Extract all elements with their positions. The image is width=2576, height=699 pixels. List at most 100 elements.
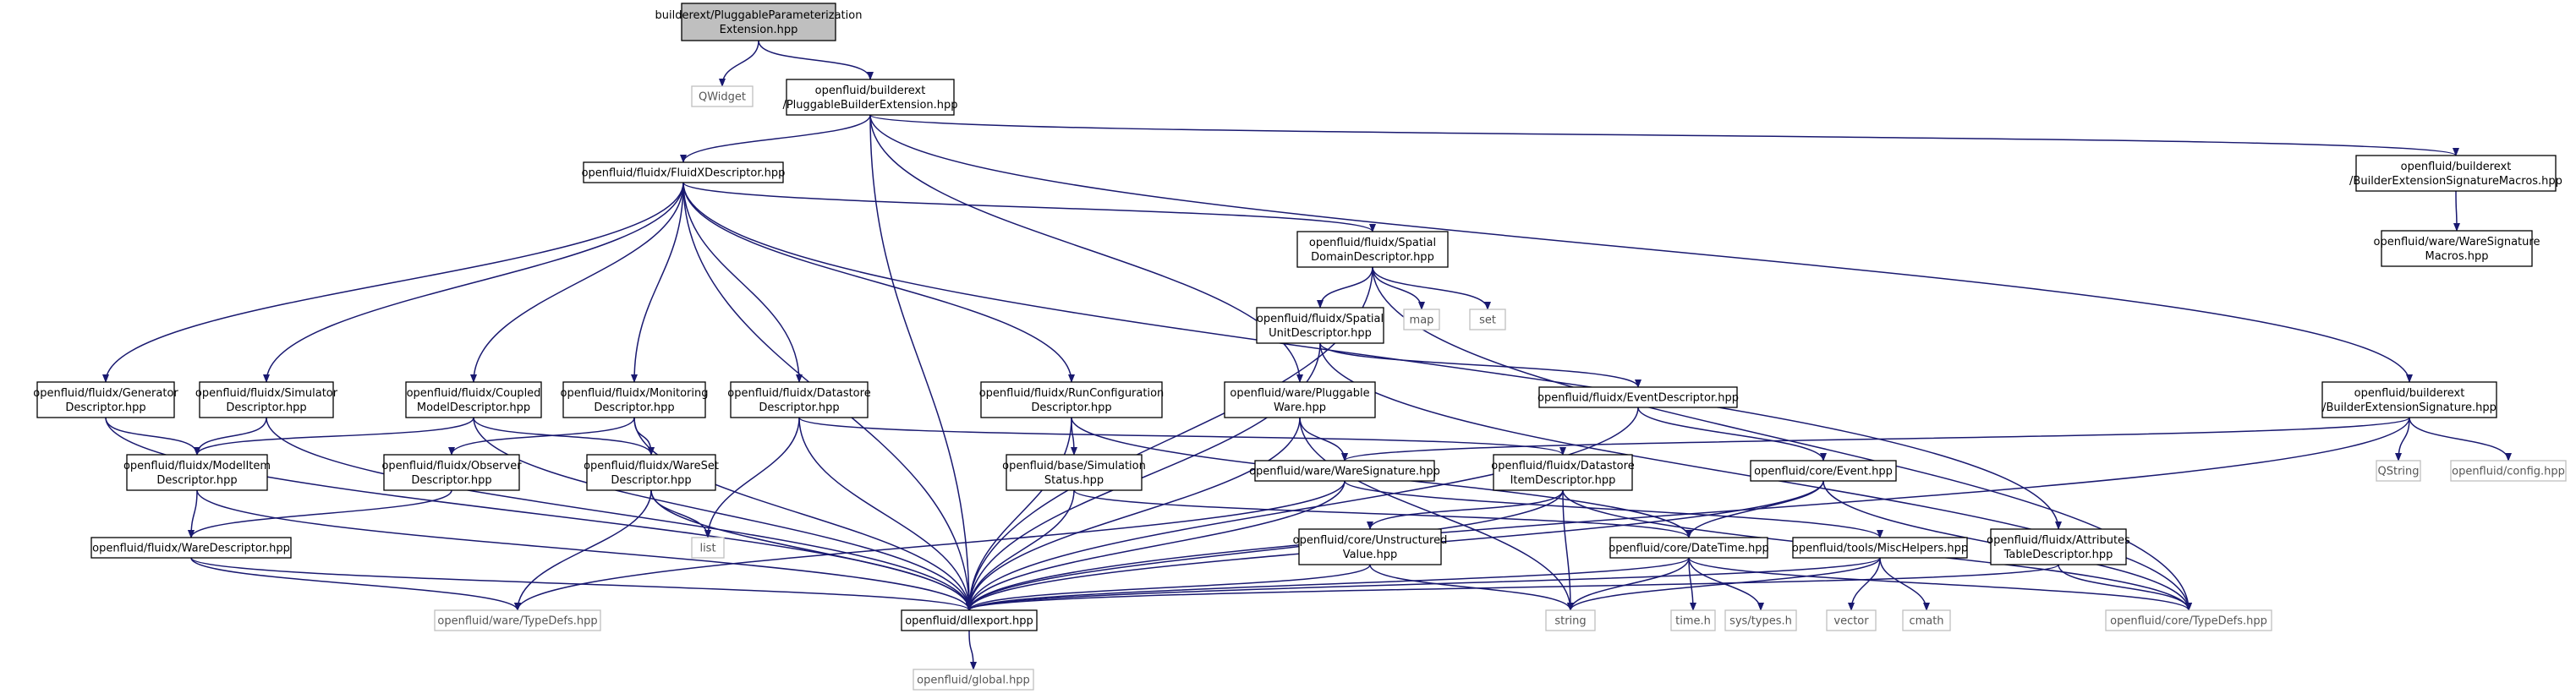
edge-wd-to-wtd: [190, 557, 521, 611]
node-box: [562, 381, 706, 418]
edge-did-to-uv: [1367, 489, 1564, 530]
edge-fxd-to-rcd: [682, 182, 1075, 383]
node-bes[interactable]: openfluid/builderext/BuilderExtensionSig…: [2321, 381, 2497, 418]
edge-pbe-to-besm: [869, 114, 2459, 156]
edge-bes-to-qstring: [2395, 417, 2410, 461]
node-systypes: sys/types.h: [1724, 609, 1797, 631]
node-event[interactable]: openfluid/core/Event.hpp: [1750, 460, 1897, 482]
edge-mond-to-obsd: [448, 417, 635, 456]
node-label-line: openfluid/ware/WareSignature.hpp: [1249, 466, 1440, 478]
node-label-line: openfluid/fluidx/Monitoring: [561, 387, 709, 400]
edge-sss-to-dt: [1073, 489, 1692, 538]
node-label-line: openfluid/config.hpp: [2452, 466, 2565, 478]
node-ws[interactable]: openfluid/ware/WareSignature.hpp: [1249, 460, 1440, 482]
node-label-line: openfluid/core/TypeDefs.hpp: [2110, 615, 2267, 628]
node-mond[interactable]: openfluid/fluidx/MonitoringDescriptor.hp…: [561, 381, 709, 418]
node-root[interactable]: builderext/PluggableParameterizationExte…: [655, 3, 863, 41]
edge-misc-to-string: [1567, 557, 1881, 611]
node-label-line: openfluid/fluidx/FluidXDescriptor.hpp: [582, 167, 786, 180]
edge-dsd-to-did: [798, 417, 1566, 456]
edge-fxd-to-sdd: [682, 182, 1376, 232]
node-label-line: DomainDescriptor.hpp: [1311, 251, 1434, 264]
node-label-line: list: [699, 543, 715, 555]
edge-wd-to-dllexp: [190, 557, 973, 611]
node-wd[interactable]: openfluid/fluidx/WareDescriptor.hpp: [90, 537, 292, 559]
node-label-line: openfluid/fluidx/Generator: [33, 387, 178, 400]
node-label-line: builderext/PluggableParameterization: [655, 9, 863, 22]
edge-sss-to-dllexp: [966, 489, 1075, 611]
edge-fxd-to-cmd: [470, 182, 684, 383]
node-label-line: Descriptor.hpp: [65, 401, 145, 414]
node-atd[interactable]: openfluid/fluidx/AttributesTableDescript…: [1987, 528, 2130, 565]
node-box: [434, 609, 601, 631]
edge-sdd-to-sud: [1317, 266, 1373, 309]
node-label-line: string: [1554, 615, 1586, 628]
node-qwidget: QWidget: [691, 85, 754, 107]
node-dt[interactable]: openfluid/core/DateTime.hpp: [1609, 537, 1769, 559]
node-ed[interactable]: openfluid/fluidx/EventDescriptor.hpp: [1537, 386, 1739, 408]
node-misc[interactable]: openfluid/tools/MiscHelpers.hpp: [1792, 537, 1968, 559]
node-label-line: openfluid/tools/MiscHelpers.hpp: [1792, 543, 1968, 555]
node-box: [90, 537, 292, 559]
node-sud[interactable]: openfluid/fluidx/SpatialUnitDescriptor.h…: [1256, 307, 1384, 344]
edge-pbe-to-dllexp: [869, 114, 973, 611]
edge-mond-to-dllexp: [633, 417, 973, 611]
node-label-line: UnitDescriptor.hpp: [1269, 327, 1372, 340]
node-cmd[interactable]: openfluid/fluidx/CoupledModelDescriptor.…: [405, 381, 542, 418]
node-label-line: Ware.hpp: [1274, 401, 1326, 414]
node-label-line: time.h: [1675, 615, 1711, 628]
node-label-line: vector: [1833, 615, 1869, 628]
node-ctd: openfluid/core/TypeDefs.hpp: [2105, 609, 2272, 631]
edge-dllexp-to-global: [968, 630, 977, 670]
node-box: [1254, 460, 1435, 482]
edge-dt-to-string: [1567, 557, 1690, 611]
node-box: [1296, 231, 1449, 268]
node-global: openfluid/global.hpp: [913, 669, 1034, 691]
node-string: string: [1545, 609, 1596, 631]
edge-gend-to-dllexp: [105, 417, 973, 611]
node-besm[interactable]: openfluid/builderext/BuilderExtensionSig…: [2349, 155, 2562, 192]
node-label-line: openfluid/fluidx/Attributes: [1987, 534, 2130, 547]
node-label-line: Descriptor.hpp: [156, 474, 237, 487]
node-box: [1469, 309, 1506, 330]
node-label-line: /BuilderExtensionSignatureMacros.hpp: [2349, 175, 2562, 188]
node-label-line: Value.hpp: [1343, 549, 1398, 561]
node-sdd[interactable]: openfluid/fluidx/SpatialDomainDescriptor…: [1296, 231, 1449, 268]
edge-bes-to-ws: [1341, 417, 2410, 461]
node-label-line: openfluid/ware/TypeDefs.hpp: [437, 615, 597, 628]
edge-sdd-to-map: [1372, 266, 1425, 310]
node-box: [1224, 381, 1376, 418]
node-did[interactable]: openfluid/fluidx/DatastoreItemDescriptor…: [1491, 454, 1635, 491]
node-label-line: openfluid/fluidx/RunConfiguration: [979, 387, 1165, 400]
edge-fxd-to-atd: [682, 182, 2062, 530]
edge-dt-to-ctd: [1688, 557, 2192, 611]
edge-cmd-to-mid: [194, 417, 474, 456]
node-box: [1750, 460, 1897, 482]
node-label-line: openfluid/core/Event.hpp: [1754, 466, 1893, 478]
node-label-line: sys/types.h: [1729, 615, 1792, 628]
node-dllexp[interactable]: openfluid/dllexport.hpp: [901, 609, 1038, 631]
edge-dt-to-dllexp: [966, 557, 1690, 611]
node-rcd[interactable]: openfluid/fluidx/RunConfigurationDescrip…: [979, 381, 1165, 418]
node-pbe[interactable]: openfluid/builderext/PluggableBuilderExt…: [782, 79, 958, 116]
edge-simd-to-mid: [194, 417, 267, 456]
edge-event-to-dt: [1685, 480, 1824, 538]
node-box: [1006, 454, 1143, 491]
edge-ws-to-misc: [1344, 480, 1883, 538]
node-label-line: Status.hpp: [1044, 474, 1104, 487]
node-label-line: Descriptor.hpp: [611, 474, 691, 487]
edge-root-to-pbe: [758, 40, 874, 80]
node-fxd[interactable]: openfluid/fluidx/FluidXDescriptor.hpp: [582, 161, 786, 183]
node-label-line: Descriptor.hpp: [1031, 401, 1111, 414]
